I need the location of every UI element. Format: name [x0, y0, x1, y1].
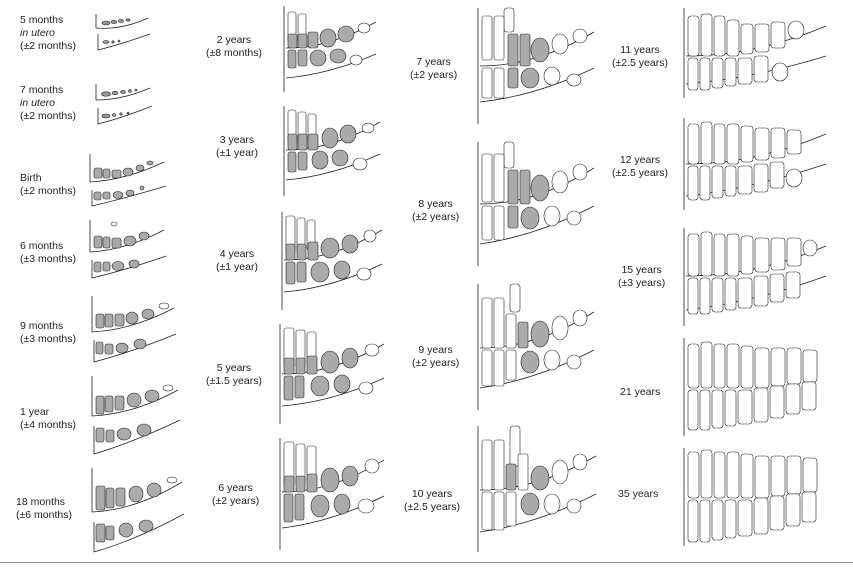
dentition-9y [477, 283, 595, 410]
dentition-11y [683, 8, 827, 98]
dentition-birth [89, 154, 167, 207]
dentition-9m [91, 296, 177, 363]
dentition-6m [89, 220, 167, 279]
stage-label-18m: 18 months (±6 months) [16, 496, 72, 521]
dentition-5m-utero [95, 14, 151, 51]
dentition-7m-utero [95, 84, 153, 125]
stage-label-12y: 12 years (±2.5 years) [612, 154, 668, 179]
stage-label-1y: 1 year (±4 months) [20, 406, 76, 431]
stage-label-6m: 6 months (±3 months) [20, 240, 76, 265]
dentition-1y [91, 376, 181, 455]
dentition-35y [683, 448, 818, 546]
stage-label-2y: 2 years (±8 months) [206, 34, 262, 59]
stage-label-5m-utero: 5 months in utero (±2 months) [20, 14, 76, 52]
dentition-6y [279, 438, 385, 550]
dentition-21y [683, 338, 818, 436]
stage-label-8y: 8 years (±2 years) [412, 198, 460, 223]
dentition-12y [683, 118, 827, 210]
stage-label-9m: 9 months (±3 months) [20, 320, 76, 345]
stage-label-9y: 9 years (±2 years) [412, 344, 460, 369]
dentition-18m [91, 468, 185, 553]
stage-label-7y: 7 years (±2 years) [410, 56, 458, 81]
dentition-4y [281, 212, 383, 310]
stage-label-6y: 6 years (±2 years) [212, 482, 260, 507]
stage-label-4y: 4 years (±1 year) [216, 248, 258, 273]
stage-label-15y: 15 years (±3 years) [618, 264, 666, 289]
stage-label-birth: Birth (±2 months) [20, 172, 76, 197]
stage-label-11y: 11 years (±2.5 years) [612, 44, 668, 69]
dentition-5y [279, 324, 385, 424]
dentition-7y [477, 7, 595, 124]
stage-label-35y: 35 years [618, 488, 659, 500]
stage-label-10y: 10 years (±2.5 years) [404, 488, 460, 513]
dentition-8y [477, 141, 595, 266]
dentition-10y [477, 425, 597, 552]
stage-label-7m-utero: 7 months in utero (±2 months) [20, 84, 76, 122]
stage-label-21y: 21 years [620, 386, 661, 398]
bottom-divider [0, 562, 853, 563]
stage-label-5y: 5 years (±1.5 years) [206, 362, 262, 387]
dentition-2y [283, 6, 377, 92]
dentition-3y [283, 106, 381, 196]
dentition-15y [683, 228, 827, 326]
stage-label-3y: 3 years (±1 year) [216, 134, 258, 159]
